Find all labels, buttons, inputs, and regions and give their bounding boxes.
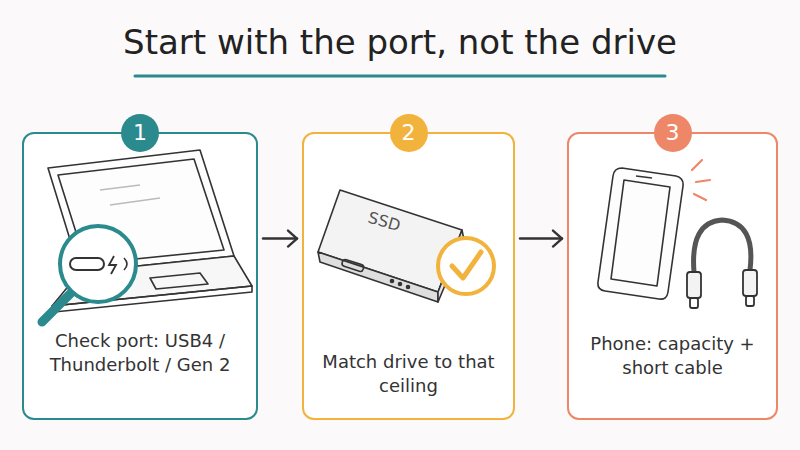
magnifier-illustration <box>42 226 136 322</box>
step-text: Check port: USB4 / Thunderbolt / Gen 2 <box>34 329 246 377</box>
title-underline <box>135 75 665 78</box>
step-number: 1 <box>121 114 159 152</box>
phone-illustration <box>598 168 683 299</box>
step-text: Match drive to that ceiling <box>314 350 503 398</box>
diagram-title: Start with the port, not the drive <box>0 22 800 62</box>
step-number: 2 <box>390 114 428 152</box>
step-number: 3 <box>654 114 692 152</box>
ssd-illustration <box>318 190 464 302</box>
step-panel: 2Match drive to that ceiling <box>302 132 515 420</box>
step-panel: 1Check port: USB4 / Thunderbolt / Gen 2 <box>22 132 258 420</box>
flow-arrow <box>263 231 297 247</box>
step-text: Phone: capacity + short cable <box>579 332 766 380</box>
flow-arrow <box>520 231 562 247</box>
notice-lines <box>692 160 710 200</box>
step-panel: 3Phone: capacity + short cable <box>567 132 778 420</box>
cable-illustration <box>687 220 757 308</box>
laptop-illustration <box>48 150 252 312</box>
check-mark <box>438 238 494 294</box>
